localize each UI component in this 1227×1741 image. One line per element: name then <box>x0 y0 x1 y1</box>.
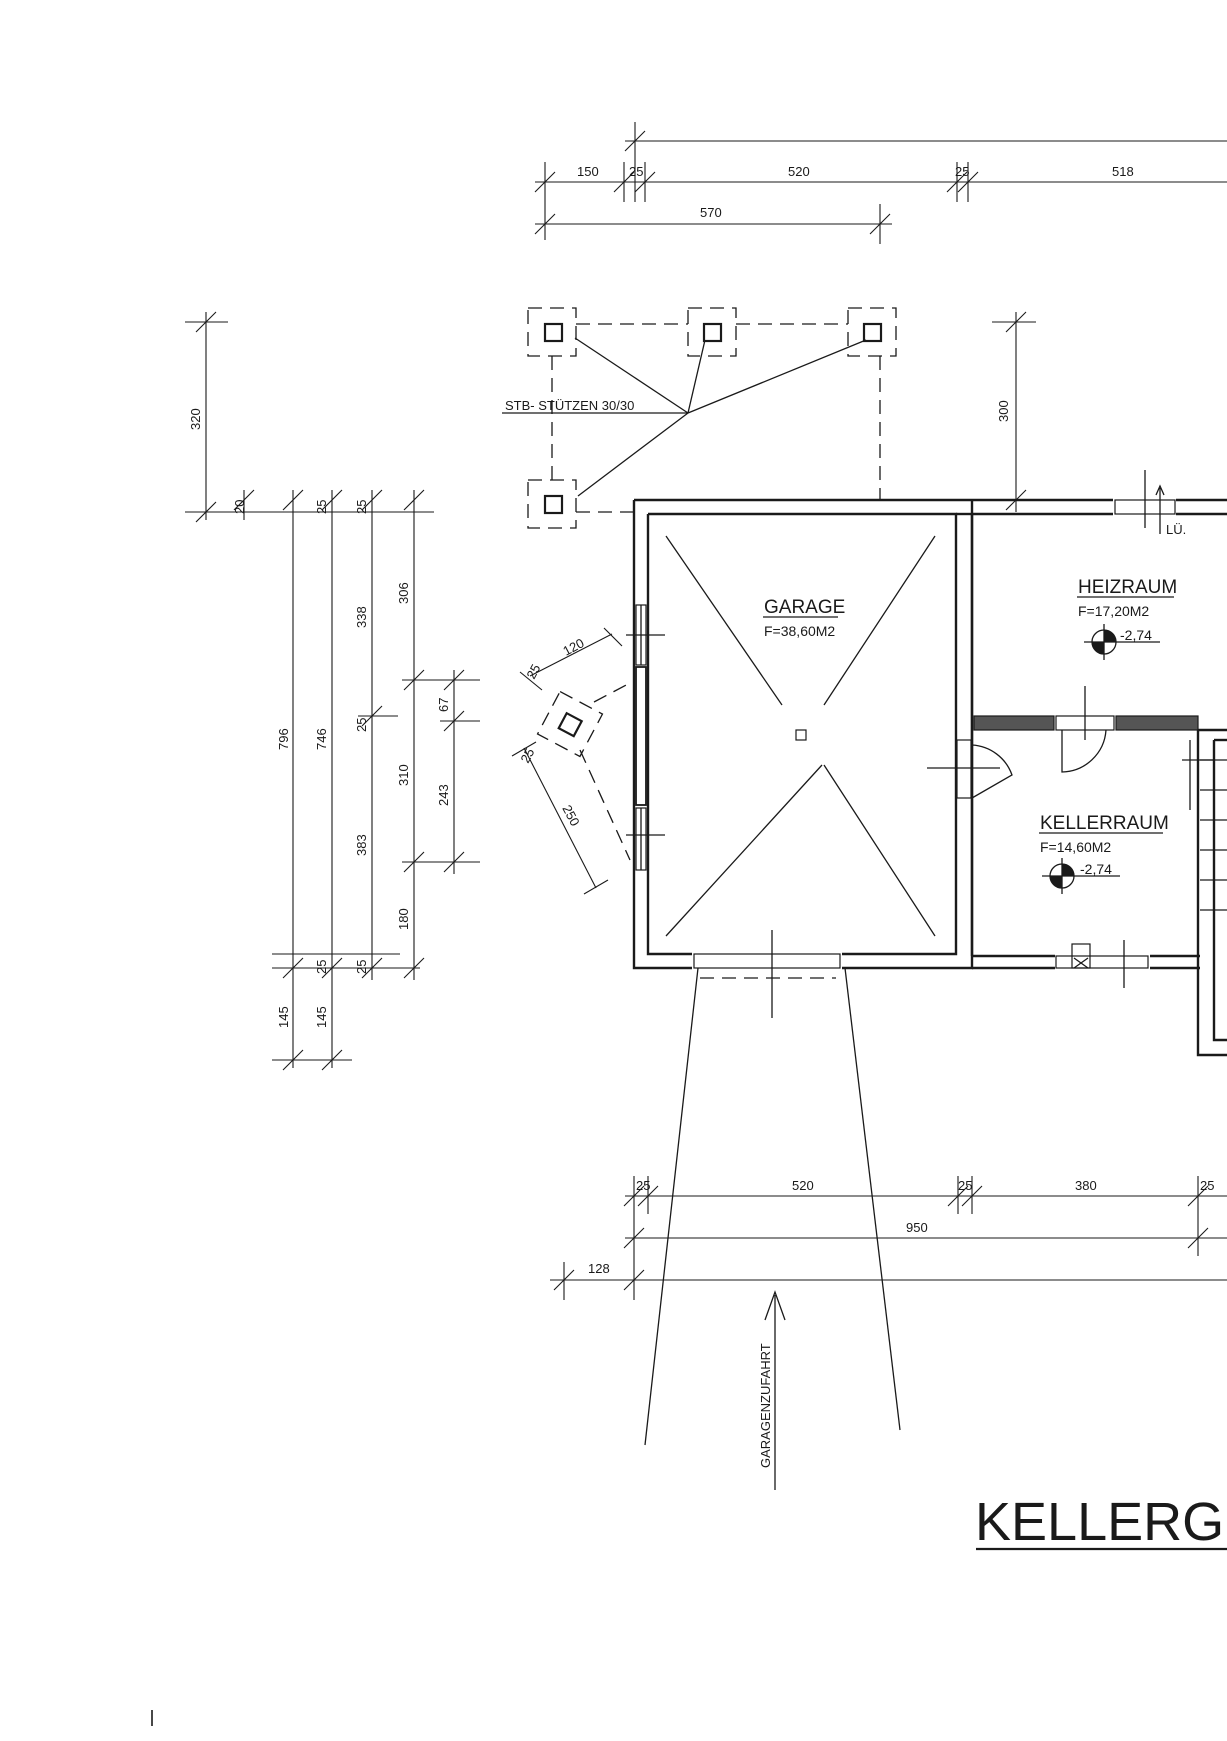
driveway: GARAGENZUFAHRT <box>644 967 901 1490</box>
column-1 <box>543 322 564 343</box>
dim-left-746: 746 <box>314 728 329 750</box>
room-labels: GARAGE F=38,60M2 HEIZRAUM F=17,20M2 -2,7… <box>763 577 1177 877</box>
floor-drain <box>795 729 807 741</box>
dim-left-383: 383 <box>354 834 369 856</box>
vent-window: LÜ. <box>1114 470 1186 537</box>
dim-offset-25a: 25 <box>523 662 543 682</box>
dim-offset-120: 120 <box>560 635 586 658</box>
dim-left-320: 320 <box>188 408 203 430</box>
dim-left-25a: 25 <box>314 500 329 514</box>
room-name-garage: GARAGE <box>764 597 845 618</box>
column-2 <box>702 322 723 343</box>
dim-bottom-380: 380 <box>1075 1178 1097 1193</box>
dim-bottom-25a: 25 <box>636 1178 650 1193</box>
dimensions-top: 150 25 520 25 518 570 <box>534 122 1227 244</box>
dim-left-243: 243 <box>436 784 451 806</box>
column-5 <box>557 711 584 738</box>
columns: STB- STÜTZEN 30/30 <box>502 307 897 861</box>
dim-bottom-25c: 25 <box>1200 1178 1214 1193</box>
room-level-kellerraum: -2,74 <box>1080 861 1112 877</box>
dim-left-180: 180 <box>396 908 411 930</box>
dim-left-25e: 25 <box>354 960 369 974</box>
dim-left-306: 306 <box>396 582 411 604</box>
dimensions-right-300: 300 <box>992 311 1036 512</box>
dim-left-25c: 25 <box>354 718 369 732</box>
dim-left-25b: 25 <box>354 500 369 514</box>
building-walls <box>632 498 1227 1057</box>
title-block: KELLERGESC <box>975 1492 1227 1552</box>
drawing-title: KELLERGESC <box>975 1492 1227 1552</box>
columns-label: STB- STÜTZEN 30/30 <box>505 398 634 413</box>
room-area-kellerraum: F=14,60M2 <box>1040 839 1111 855</box>
dim-bottom-950: 950 <box>906 1220 928 1235</box>
dim-left-796: 796 <box>276 728 291 750</box>
room-name-kellerraum: KELLERRAUM <box>1040 813 1169 834</box>
dim-top-570: 570 <box>700 205 722 220</box>
dim-offset-25b: 25 <box>517 746 537 766</box>
level-marker-kellerraum <box>1042 858 1120 894</box>
dim-bottom-520: 520 <box>792 1178 814 1193</box>
dim-top-518: 518 <box>1112 164 1134 179</box>
door-heizraum-kellerraum <box>1055 686 1115 773</box>
room-area-heizraum: F=17,20M2 <box>1078 603 1149 619</box>
dim-top-25a: 25 <box>629 164 643 179</box>
vent-label: LÜ. <box>1166 522 1186 537</box>
dim-bottom-128: 128 <box>588 1261 610 1276</box>
dim-left-145b: 145 <box>314 1006 329 1028</box>
dim-right-300: 300 <box>996 400 1011 422</box>
kellerraum-window <box>1055 940 1149 988</box>
room-name-heizraum: HEIZRAUM <box>1078 577 1177 598</box>
dim-top-520: 520 <box>788 164 810 179</box>
dim-left-67: 67 <box>436 698 451 712</box>
room-level-heizraum: -2,74 <box>1120 627 1152 643</box>
dim-bottom-25b: 25 <box>958 1178 972 1193</box>
door-garage-kellerraum <box>927 739 1013 799</box>
dim-left-145a: 145 <box>276 1006 291 1028</box>
dim-left-20: 20 <box>232 500 247 514</box>
dim-left-25d: 25 <box>314 960 329 974</box>
level-marker-heizraum <box>1084 624 1160 660</box>
stair <box>1182 740 1227 911</box>
column-3 <box>862 322 883 343</box>
column-4 <box>543 494 564 515</box>
dimensions-bottom: 25 520 25 380 25 950 128 <box>550 1176 1227 1300</box>
room-area-garage: F=38,60M2 <box>764 623 835 639</box>
dim-top-25b: 25 <box>955 164 969 179</box>
driveway-label: GARAGENZUFAHRT <box>758 1343 773 1468</box>
dimensions-column-offset: 120 25 25 250 <box>511 627 623 895</box>
hatched-wall-left <box>973 715 1055 731</box>
dim-top-150: 150 <box>577 164 599 179</box>
hatched-wall-right <box>1115 715 1199 731</box>
garage-diagonals <box>665 535 936 937</box>
dimensions-left: 320 20 25 25 <box>185 311 480 1071</box>
dim-left-338: 338 <box>354 606 369 628</box>
garage-door <box>693 930 841 1018</box>
garage-windows <box>626 604 665 871</box>
dim-left-310: 310 <box>396 764 411 786</box>
